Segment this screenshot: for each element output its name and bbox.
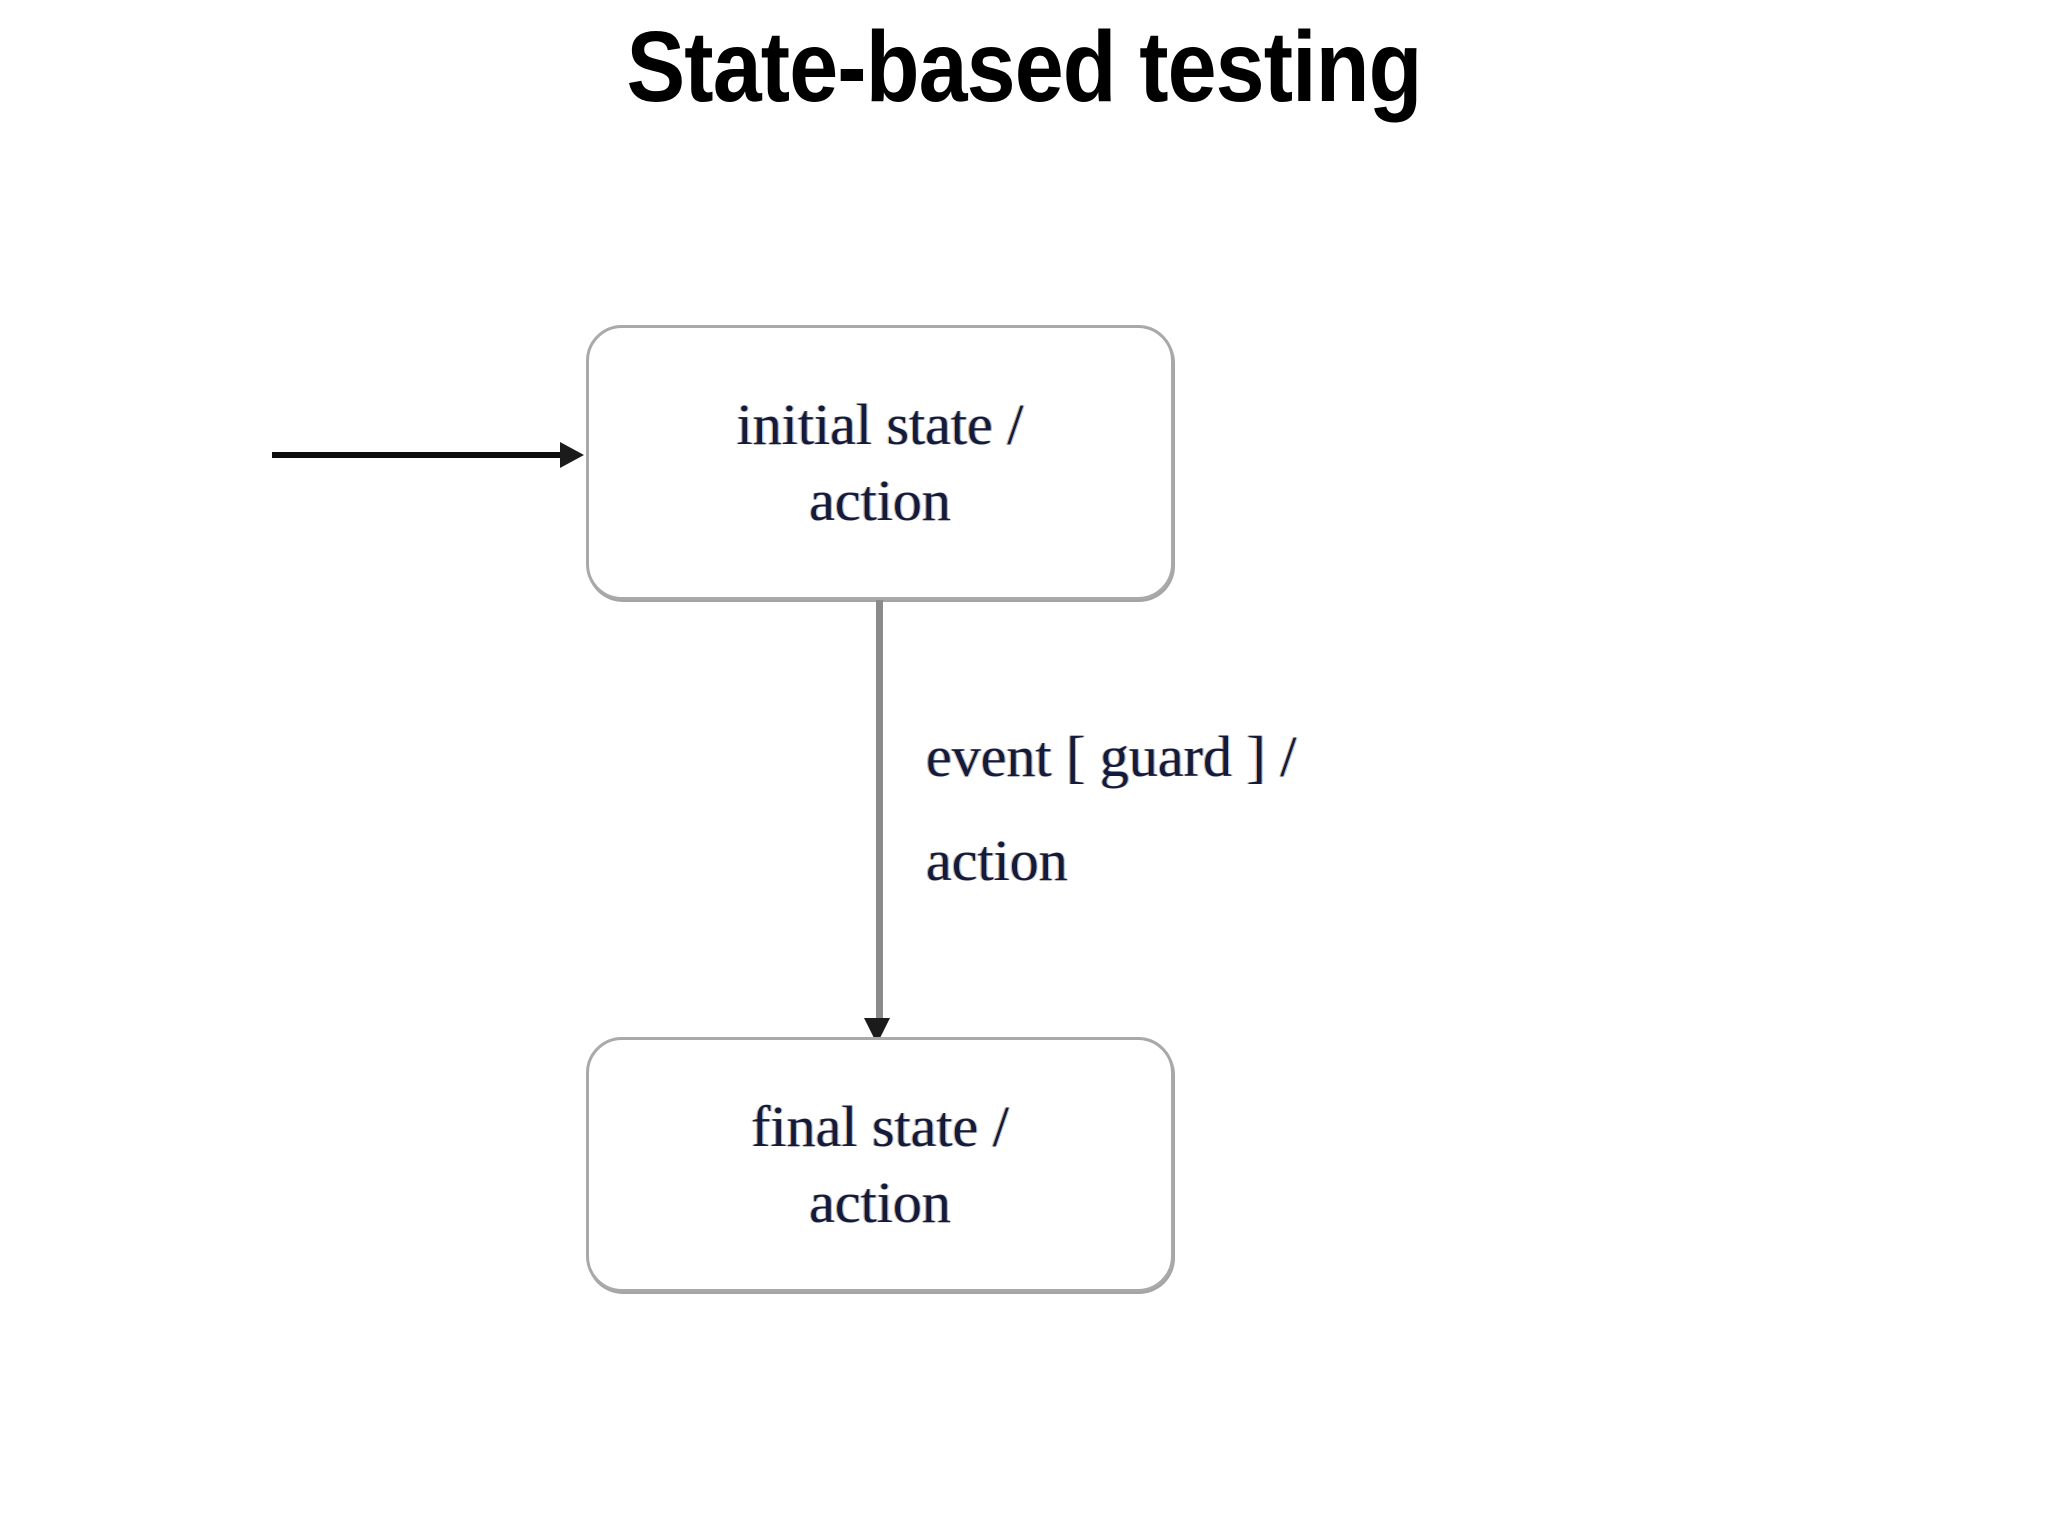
entry-arrow-line [272, 452, 572, 458]
transition-label-line1: event [ guard ] / [926, 724, 1297, 789]
entry-arrowhead-icon [560, 442, 584, 468]
transition-label-line2: action [926, 828, 1068, 893]
state-initial-line1: initial state / [736, 391, 1024, 457]
page-title: State-based testing [626, 11, 1422, 123]
state-final-line2: action [809, 1169, 951, 1235]
transition-label: event [ guard ] / action [926, 705, 1296, 913]
state-node-final[interactable]: final state / action [586, 1037, 1174, 1292]
state-initial-line2: action [809, 467, 951, 533]
transition-connector-line [876, 600, 883, 1032]
state-node-initial[interactable]: initial state / action [586, 325, 1174, 600]
state-final-line1: final state / [751, 1093, 1009, 1159]
